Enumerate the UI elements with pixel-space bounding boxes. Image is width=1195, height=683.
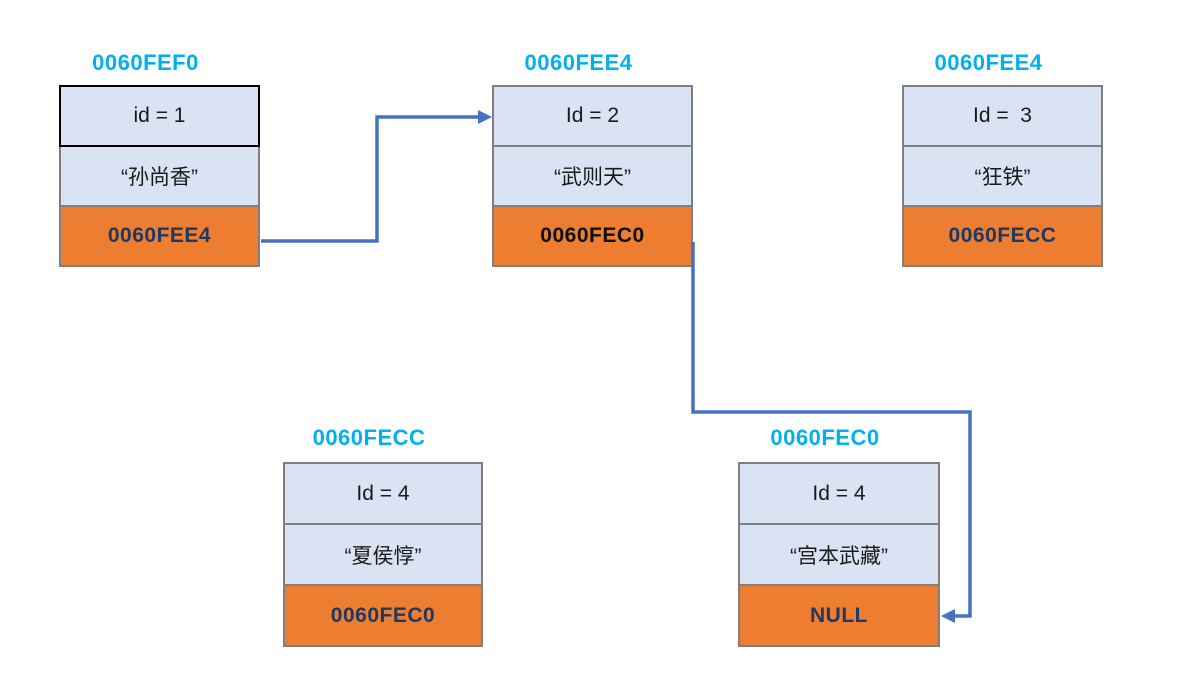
- node-2-box: Id = 2 “武则天” 0060FEC0: [492, 85, 693, 267]
- node-1-name-cell: “孙尚香”: [59, 145, 260, 207]
- node-5-next-cell: NULL: [738, 584, 940, 647]
- node-4-address-label: 0060FECC: [312, 425, 426, 450]
- node-5-id-cell: Id = 4: [738, 462, 940, 525]
- node-4-id-cell: Id = 4: [283, 462, 483, 525]
- node-3-name-cell: “狂铁”: [902, 145, 1103, 207]
- node-4: 0060FECC Id = 4 “夏侯惇” 0060FEC0: [283, 425, 483, 647]
- node-2-next-cell: 0060FEC0: [492, 205, 693, 267]
- node-3: 0060FEE4 Id = 3 “狂铁” 0060FECC: [902, 50, 1103, 267]
- node-3-next-cell: 0060FECC: [902, 205, 1103, 267]
- node-2-name-cell: “武则天”: [492, 145, 693, 207]
- arrow-node1-to-node2: [261, 110, 492, 243]
- node-3-id-cell: Id = 3: [902, 85, 1103, 147]
- node-2-address-label: 0060FEE4: [524, 50, 633, 75]
- node-1: 0060FEF0 id = 1 “孙尚香” 0060FEE4: [59, 50, 260, 267]
- node-3-box: Id = 3 “狂铁” 0060FECC: [902, 85, 1103, 267]
- node-2: 0060FEE4 Id = 2 “武则天” 0060FEC0: [492, 50, 693, 267]
- node-1-address-label: 0060FEF0: [92, 50, 199, 75]
- node-4-box: Id = 4 “夏侯惇” 0060FEC0: [283, 462, 483, 647]
- node-5-name-cell: “宫本武藏”: [738, 523, 940, 586]
- node-1-next-cell: 0060FEE4: [59, 205, 260, 267]
- node-3-address-label: 0060FEE4: [934, 50, 1043, 75]
- node-1-box: id = 1 “孙尚香” 0060FEE4: [59, 85, 260, 267]
- node-4-next-cell: 0060FEC0: [283, 584, 483, 647]
- node-4-name-cell: “夏侯惇”: [283, 523, 483, 586]
- node-2-id-cell: Id = 2: [492, 85, 693, 147]
- node-5-address-label: 0060FEC0: [770, 425, 880, 450]
- node-5: 0060FEC0 Id = 4 “宫本武藏” NULL: [738, 425, 940, 647]
- node-5-box: Id = 4 “宫本武藏” NULL: [738, 462, 940, 647]
- node-1-id-cell: id = 1: [59, 85, 260, 147]
